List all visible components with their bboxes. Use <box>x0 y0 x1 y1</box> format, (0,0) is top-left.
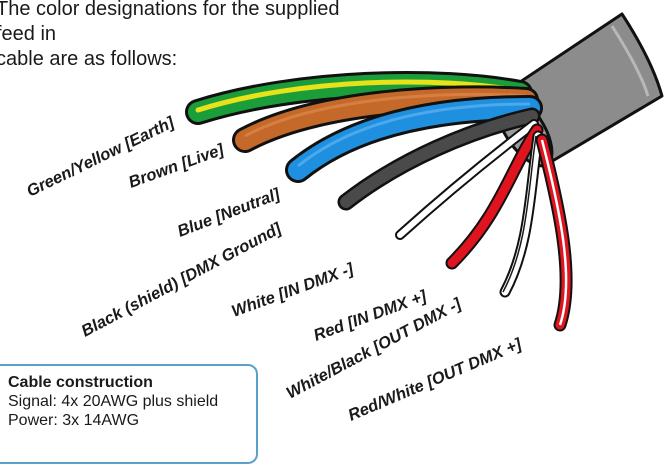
construction-title: Cable construction <box>8 374 153 391</box>
wire-red <box>445 123 544 270</box>
intro-line-1: The color designations for the supplied … <box>0 0 340 45</box>
cable-jacket-highlight <box>610 25 650 97</box>
construction-signal: Signal: 4x 20AWG plus shield <box>8 393 219 410</box>
wire-white <box>395 119 539 240</box>
cable-construction-box: Cable construction Signal: 4x 20AWG plus… <box>0 364 258 464</box>
wire-red-white <box>535 133 573 332</box>
wire-white-black <box>499 130 544 298</box>
label-brown: Brown [Live] <box>126 140 227 191</box>
construction-power: Power: 3x 14AWG <box>8 412 140 429</box>
wire-blue <box>285 95 543 183</box>
intro-line-2: cable are as follows: <box>0 48 178 70</box>
label-green-yellow: Green/Yellow [Earth] <box>24 113 178 200</box>
cable-diagram: Green/Yellow [Earth] Brown [Live] Blue [… <box>24 12 664 425</box>
label-white: White [IN DMX -] <box>229 260 356 321</box>
intro-text: The color designations for the supplied … <box>0 0 356 72</box>
wire-black-shield <box>337 107 541 211</box>
